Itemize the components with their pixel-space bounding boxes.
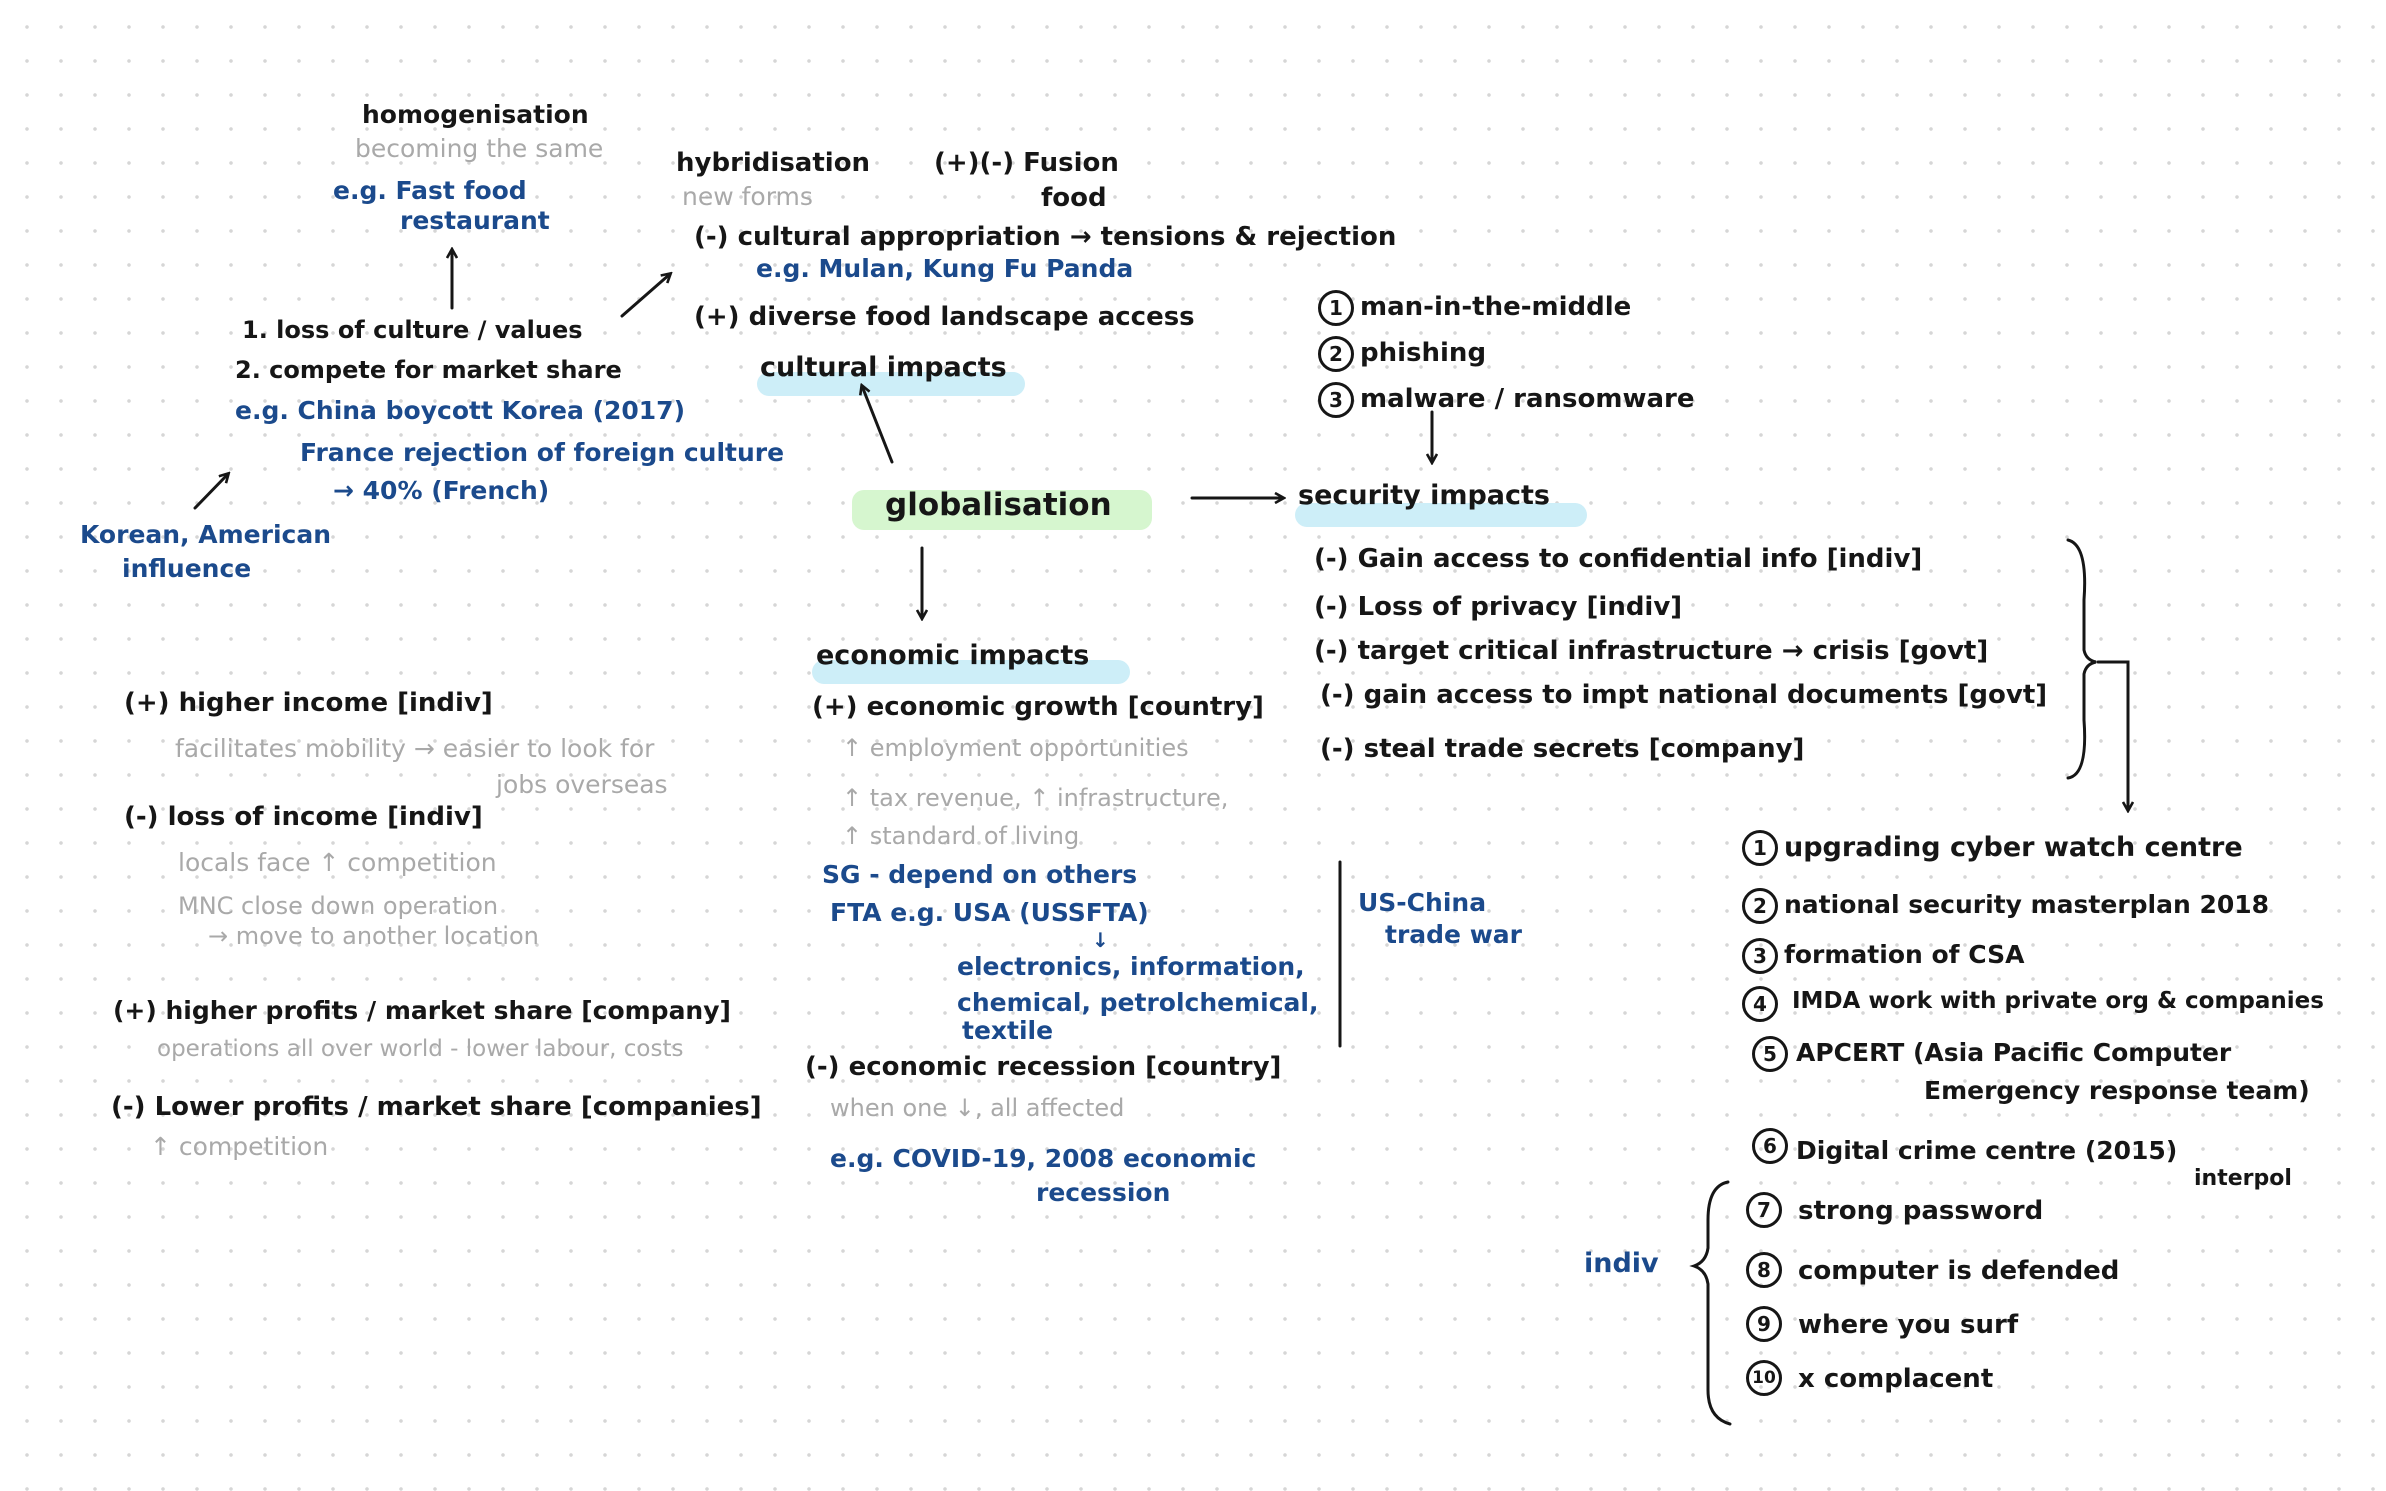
economic-highlight	[812, 660, 1130, 684]
higher-income: (+) higher income [indiv]	[124, 688, 493, 718]
impact-critical-infrastructure: (-) target critical infrastructure → cri…	[1314, 636, 1989, 666]
arrow-to-cultural	[862, 386, 894, 464]
sg-depend-on-others: SG - depend on others	[822, 860, 1138, 889]
recession-example-cont: recession	[1036, 1178, 1171, 1207]
measure-csa: formation of CSA	[1784, 940, 2025, 969]
loss-of-culture: 1. loss of culture / values	[242, 316, 583, 344]
impact-confidential-info: (-) Gain access to confidential info [in…	[1314, 544, 1923, 574]
threat-malware: malware / ransomware	[1360, 384, 1695, 414]
operations-all-over-world: operations all over world - lower labour…	[157, 1036, 684, 1062]
facilitates-mobility: facilitates mobility → easier to look fo…	[175, 734, 655, 763]
locals-face-competition: locals face ↑ competition	[178, 848, 497, 877]
employment-opportunities: ↑ employment opportunities	[842, 734, 1189, 762]
impact-national-documents: (-) gain access to impt national documen…	[1320, 680, 2048, 710]
measure-masterplan: national security masterplan 2018	[1784, 890, 2270, 919]
homogenisation-example-cont: restaurant	[400, 206, 550, 235]
competition: ↑ competition	[150, 1132, 329, 1161]
measure-number-10: 10	[1746, 1360, 1782, 1396]
threat-phishing: phishing	[1360, 338, 1487, 368]
hybridisation-title: hybridisation	[676, 148, 871, 178]
measure-apcert: APCERT (Asia Pacific Computer	[1796, 1038, 2232, 1067]
measure-number-1: 1	[1742, 830, 1778, 866]
loss-of-income: (-) loss of income [indiv]	[124, 802, 483, 832]
security-brace	[2066, 538, 2097, 780]
cultural-highlight	[757, 372, 1025, 396]
hybridisation-meaning: new forms	[682, 182, 813, 211]
indiv-brace	[1689, 1180, 1732, 1426]
lower-profits: (-) Lower profits / market share [compan…	[111, 1092, 762, 1122]
arrow-to-hybridisation	[620, 274, 670, 318]
impact-loss-privacy: (-) Loss of privacy [indiv]	[1314, 592, 1683, 622]
measure-cyber-watch: upgrading cyber watch centre	[1784, 832, 2243, 863]
economic-recession: (-) economic recession [country]	[805, 1052, 1282, 1082]
economic-impacts-header: economic impacts	[816, 640, 1090, 671]
globalisation-highlight	[852, 490, 1152, 530]
mnc-close-down: MNC close down operation	[178, 892, 499, 920]
example-france: France rejection of foreign culture	[300, 438, 785, 467]
security-highlight	[1295, 503, 1587, 527]
fta-usa: FTA e.g. USA (USSFTA)	[830, 898, 1149, 927]
higher-profits: (+) higher profits / market share [compa…	[113, 996, 731, 1025]
globalisation-node: globalisation	[885, 487, 1112, 523]
cultural-impacts-header: cultural impacts	[760, 352, 1007, 383]
threat-man-in-the-middle: man-in-the-middle	[1360, 292, 1632, 322]
diverse-food: (+) diverse food landscape access	[694, 302, 1195, 332]
appropriation-example: e.g. Mulan, Kung Fu Panda	[756, 254, 1134, 283]
security-impacts-header: security impacts	[1298, 480, 1551, 511]
arrow-from-influence	[193, 474, 228, 510]
example-france-cont: → 40% (French)	[333, 476, 550, 505]
sectors-3: textile	[962, 1016, 1054, 1045]
measure-interpol: interpol	[2194, 1166, 2292, 1191]
sectors-1: electronics, information,	[957, 952, 1305, 981]
measure-strong-password: strong password	[1798, 1196, 2044, 1226]
example-china-korea: e.g. China boycott Korea (2017)	[235, 396, 685, 425]
compete-market-share: 2. compete for market share	[235, 356, 622, 384]
measure-number-9: 9	[1746, 1306, 1782, 1342]
measure-number-2: 2	[1742, 888, 1778, 924]
homogenisation-meaning: becoming the same	[355, 134, 604, 163]
brace-to-measures	[2096, 660, 2128, 810]
measure-where-you-surf: where you surf	[1798, 1310, 2019, 1340]
fusion-food: (+)(-) Fusion	[934, 148, 1119, 178]
korean-american-influence: Korean, American	[80, 520, 332, 549]
economic-growth: (+) economic growth [country]	[812, 692, 1264, 722]
threat-number-2: 2	[1318, 336, 1354, 372]
measure-complacent: x complacent	[1798, 1364, 1994, 1394]
threat-number-1: 1	[1318, 290, 1354, 326]
measure-number-6: 6	[1752, 1128, 1788, 1164]
homogenisation-title: homogenisation	[362, 100, 589, 129]
impact-trade-secrets: (-) steal trade secrets [company]	[1320, 734, 1805, 764]
us-china-trade-war-cont: trade war	[1385, 920, 1522, 949]
threat-number-3: 3	[1318, 382, 1354, 418]
fta-down-arrow: ↓	[1092, 928, 1109, 952]
recession-example: e.g. COVID-19, 2008 economic	[830, 1144, 1257, 1173]
measure-apcert-cont: Emergency response team)	[1924, 1076, 2310, 1105]
measure-number-5: 5	[1752, 1036, 1788, 1072]
cultural-appropriation: (-) cultural appropriation → tensions & …	[694, 222, 1397, 252]
sectors-2: chemical, petrolchemical,	[957, 988, 1319, 1017]
homogenisation-example: e.g. Fast food	[333, 176, 527, 205]
measure-computer-defended: computer is defended	[1798, 1256, 2120, 1286]
korean-american-influence-cont: influence	[122, 554, 252, 583]
measure-number-7: 7	[1746, 1192, 1782, 1228]
us-china-trade-war: US-China	[1358, 888, 1487, 917]
measure-imda: IMDA work with private org & companies	[1792, 988, 2324, 1014]
facilitates-mobility-cont: jobs overseas	[496, 770, 668, 799]
indiv-label: indiv	[1584, 1248, 1659, 1279]
fusion-food-cont: food	[1041, 183, 1107, 213]
mnc-move: → move to another location	[208, 922, 539, 950]
standard-of-living: ↑ standard of living	[842, 822, 1080, 850]
measure-number-4: 4	[1742, 986, 1778, 1022]
tax-revenue: ↑ tax revenue, ↑ infrastructure,	[842, 784, 1229, 812]
measure-number-8: 8	[1746, 1252, 1782, 1288]
measure-digital-crime: Digital crime centre (2015)	[1796, 1136, 2178, 1165]
when-one-down: when one ↓, all affected	[830, 1094, 1125, 1122]
measure-number-3: 3	[1742, 938, 1778, 974]
